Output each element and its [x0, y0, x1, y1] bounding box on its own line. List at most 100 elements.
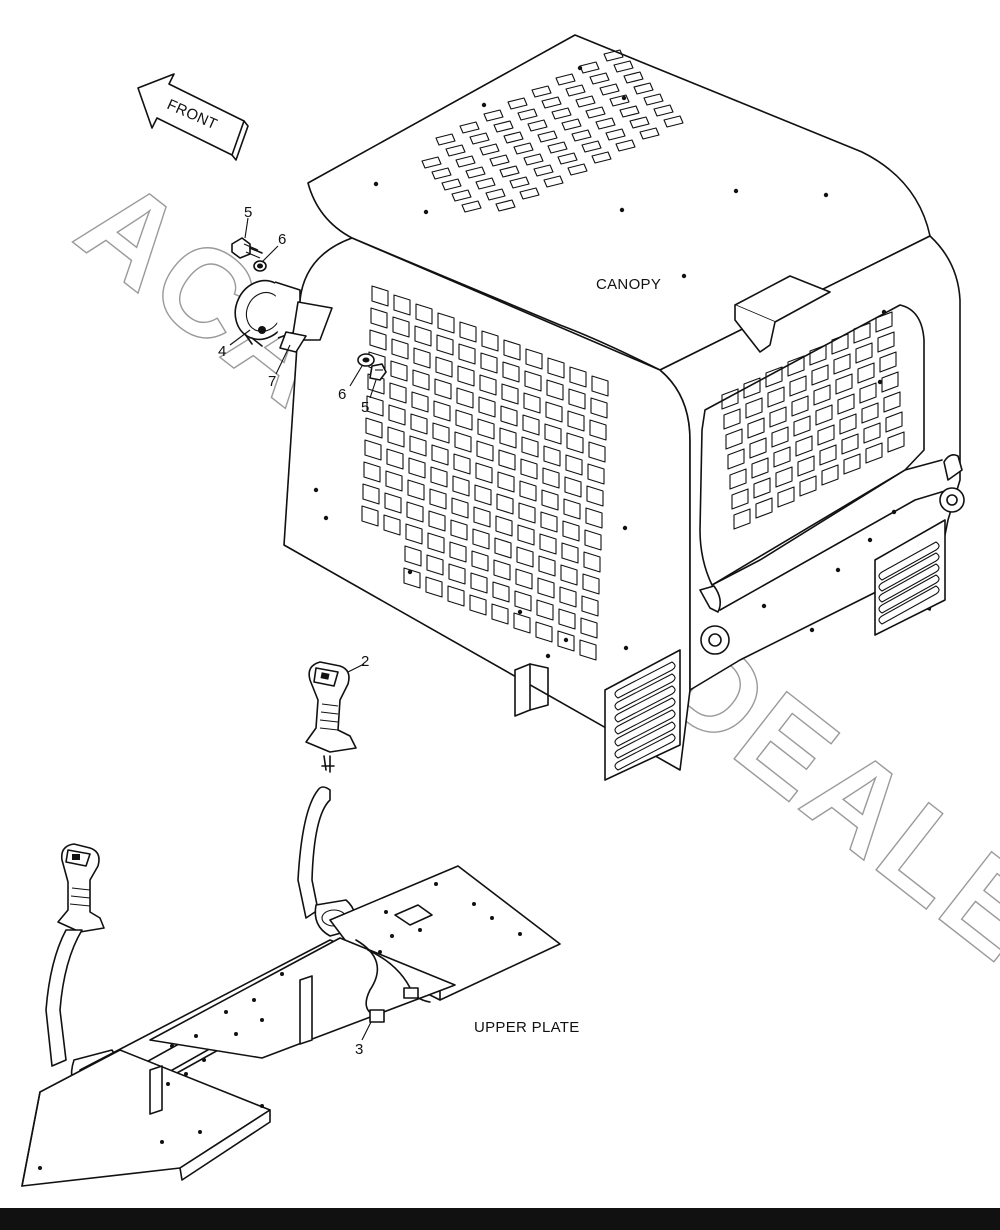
hole	[407, 569, 413, 575]
side-vent-slot	[501, 383, 519, 405]
side-vent-slot	[561, 542, 579, 564]
roof-vent-slot	[493, 120, 514, 133]
side-vent-slot	[413, 347, 431, 369]
roof-vent-slot	[537, 130, 558, 143]
side-vent-slot	[385, 470, 403, 492]
hole	[194, 1034, 198, 1038]
rear-vent-slot	[725, 428, 743, 450]
side-vent-slot	[481, 330, 499, 352]
side-vent-slot	[547, 357, 565, 379]
callout-5: 5	[361, 399, 369, 416]
roof-vent-grid	[421, 49, 684, 213]
rear-vent-slot	[843, 453, 861, 475]
rear-vent-slot	[809, 344, 827, 366]
side-vent-slot	[521, 436, 539, 458]
side-vent-slot	[478, 396, 496, 418]
side-vent-slot	[586, 485, 604, 507]
roof-vent-slot	[531, 85, 552, 98]
hole	[390, 934, 394, 938]
hole	[166, 1082, 170, 1086]
side-vent-slot	[475, 462, 493, 484]
side-vent-slot	[472, 528, 490, 550]
rear-vent-slot	[813, 384, 831, 406]
side-vent-slot	[388, 404, 406, 426]
side-vent-slot	[517, 524, 535, 546]
side-vent-slot	[544, 423, 562, 445]
rear-vent-slot	[881, 371, 899, 393]
hole	[809, 627, 815, 633]
right-joystick	[297, 661, 357, 937]
side-vent-slot	[538, 555, 556, 577]
side-vent-slot	[407, 479, 425, 501]
roof-vent-slot	[595, 117, 616, 130]
rear-vent-slot	[789, 375, 807, 397]
side-vent-slot	[560, 564, 578, 586]
roof-vent-slot	[603, 49, 624, 62]
side-vent-slot	[437, 312, 455, 334]
rear-vent-slot	[799, 475, 817, 497]
side-vent-slot	[497, 471, 515, 493]
side-vent-slot	[430, 466, 448, 488]
hole	[481, 102, 487, 108]
hole	[761, 603, 767, 609]
canopy-label: CANOPY	[596, 276, 661, 293]
fastener-holes	[313, 65, 897, 659]
hole	[619, 207, 625, 213]
roof-vent-slot	[517, 108, 538, 121]
hole	[323, 515, 329, 521]
rear-vent-slot	[859, 382, 877, 404]
side-vent-slot	[590, 397, 608, 419]
roof-vent-slot	[455, 155, 476, 168]
side-vent-slot	[540, 511, 558, 533]
hole	[563, 637, 569, 643]
rear-vent-slot	[775, 466, 793, 488]
rear-vent-slot	[795, 435, 813, 457]
side-vent-slot	[542, 467, 560, 489]
louver-slot	[614, 697, 676, 735]
roof-vent-slot	[579, 61, 600, 74]
roof-vent-slot	[623, 71, 644, 84]
rear-vent-slot	[819, 444, 837, 466]
side-vent-slot	[432, 422, 450, 444]
roof-vent-slot	[543, 175, 564, 188]
side-vent-slot	[583, 551, 601, 573]
rear-vent-slot	[835, 373, 853, 395]
callout-7: 7	[268, 373, 276, 390]
roof-vent-slot	[557, 152, 578, 165]
hole	[835, 567, 841, 573]
side-vent-slot	[392, 316, 410, 338]
roof-vent-slot	[663, 115, 684, 128]
side-vent-slot	[473, 506, 491, 528]
roof-vent-slot	[435, 133, 456, 146]
side-vent-slot	[366, 395, 384, 417]
hole	[518, 932, 522, 936]
roof-vent-slot	[513, 142, 534, 155]
roof-vent-slot	[451, 189, 472, 202]
side-vent-slot	[404, 545, 422, 567]
rear-vent-slot	[839, 413, 857, 435]
side-vent-slot	[431, 444, 449, 466]
side-vent-slot	[535, 621, 553, 643]
roof-vent-slot	[459, 121, 480, 134]
side-vent-slot	[502, 361, 520, 383]
roof-vent-slot	[565, 84, 586, 97]
side-vent-slot	[514, 590, 532, 612]
side-vent-slot	[391, 338, 409, 360]
side-vent-slot	[387, 426, 405, 448]
side-vent-slot	[390, 360, 408, 382]
roof-vent-slot	[445, 144, 466, 157]
side-vent-slot	[471, 550, 489, 572]
side-vent-slot	[546, 379, 564, 401]
rear-vent-slot	[769, 406, 787, 428]
louver-slot	[614, 685, 676, 723]
rear-vent-slot	[817, 424, 835, 446]
callout-1: 2	[361, 653, 369, 670]
rear-vent-slot	[811, 364, 829, 386]
hole	[577, 65, 583, 71]
roof-vent-slot	[599, 83, 620, 96]
roof-vent-slot	[561, 118, 582, 131]
roof-vent-slot	[489, 154, 510, 167]
hole	[622, 525, 628, 531]
upper-plate-assembly: UPPER PLATE	[21, 865, 579, 1187]
